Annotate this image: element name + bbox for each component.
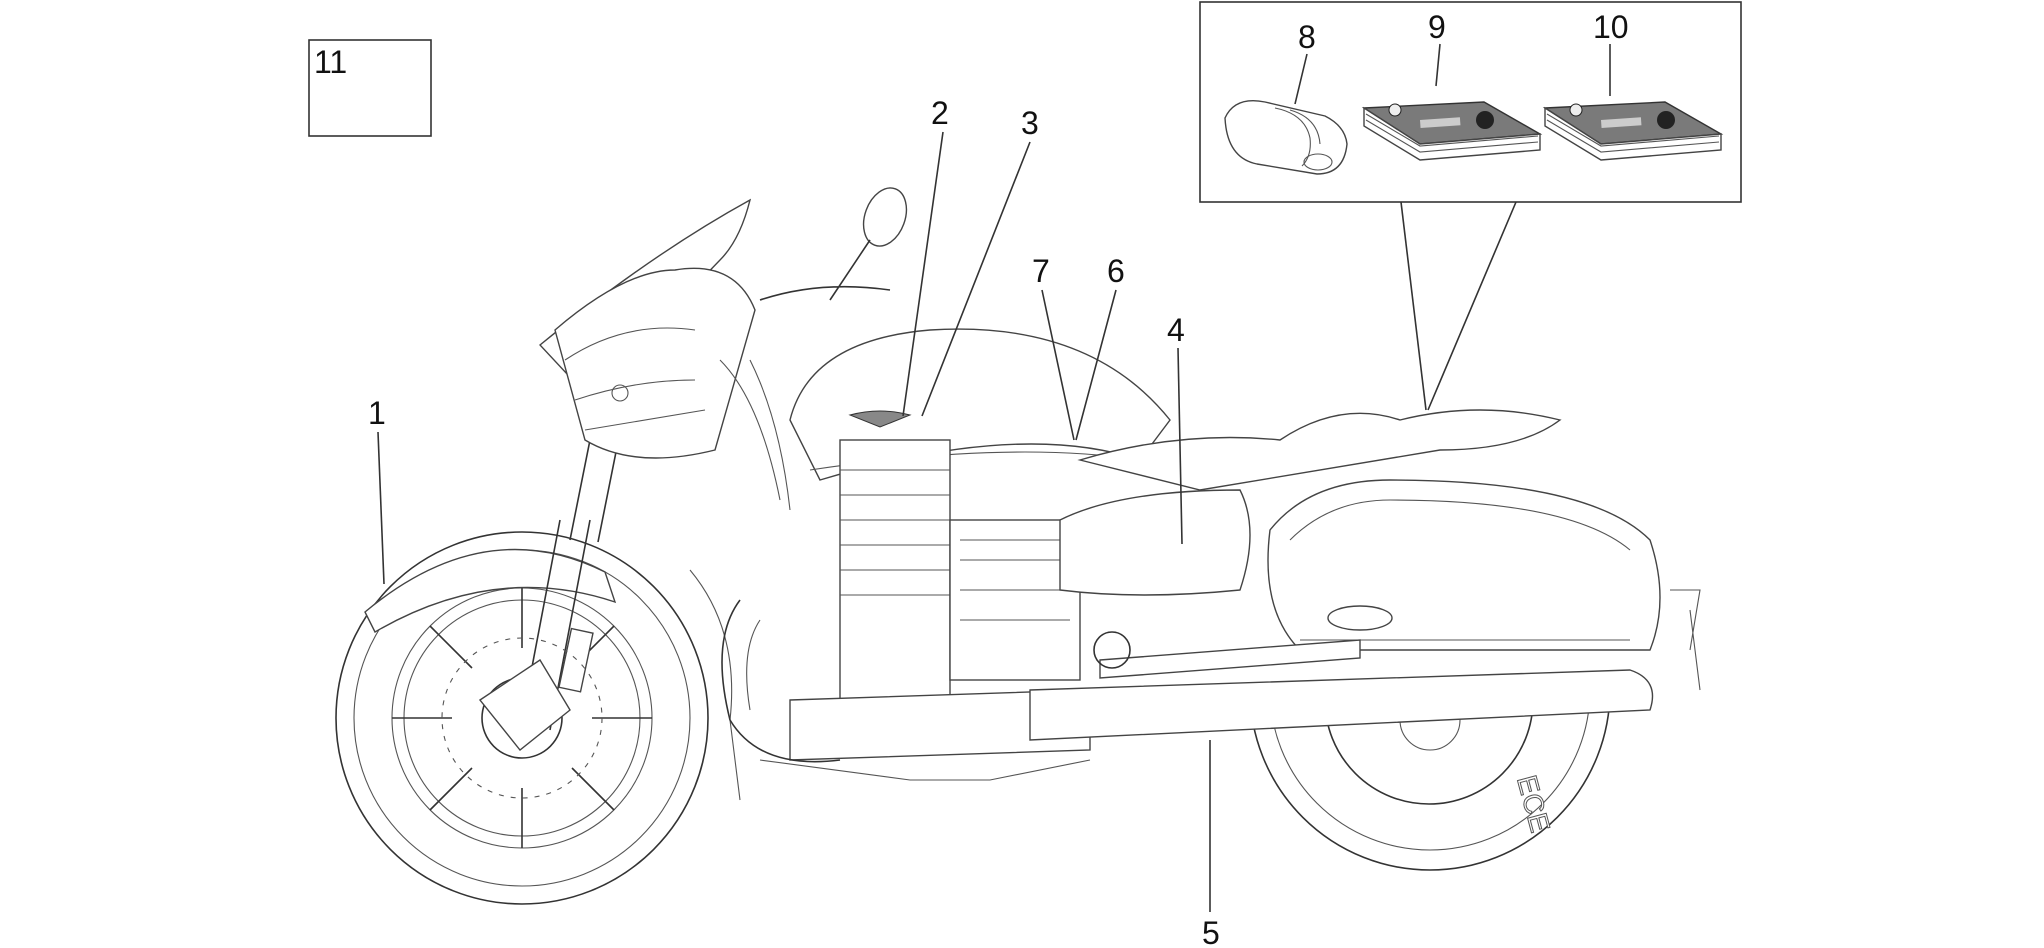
tank-badge <box>848 410 912 428</box>
callout-10: 10 <box>1593 9 1629 45</box>
mirror <box>862 187 908 247</box>
callout-6: 6 <box>1107 253 1125 289</box>
front-wheel <box>335 531 709 905</box>
callout-5: 5 <box>1202 915 1220 948</box>
motorcycle-illustration: ECE <box>335 187 1701 905</box>
front-caliper <box>478 659 571 751</box>
callout-2: 2 <box>931 95 949 131</box>
exhaust <box>1029 669 1654 741</box>
callout-3: 3 <box>1021 105 1039 141</box>
warranty-booklet-icon <box>1542 101 1724 161</box>
callout-7: 7 <box>1032 253 1050 289</box>
seat <box>1077 409 1562 491</box>
callout-9: 9 <box>1428 9 1446 45</box>
engine <box>789 439 1091 761</box>
callout-8: 8 <box>1298 19 1316 55</box>
callout-4: 4 <box>1167 312 1185 348</box>
callout-11: 11 <box>314 44 347 80</box>
side-cover <box>1059 489 1251 596</box>
handlebar <box>759 239 891 301</box>
accessory-inset: 8 9 10 <box>1199 1 1742 203</box>
swingarm <box>1099 639 1361 679</box>
callout-labels: 1 2 3 4 5 6 7 <box>368 95 1517 948</box>
front-fairing <box>554 267 756 459</box>
part-11-box: 11 <box>308 39 432 137</box>
callout-1: 1 <box>368 395 386 431</box>
saddlebag <box>1267 479 1661 651</box>
owner-manual-icon <box>1361 101 1543 161</box>
tool-pouch-icon <box>1224 100 1348 175</box>
tyre-ece-mark: ECE <box>1511 772 1556 836</box>
front-fork <box>519 389 629 731</box>
front-fender <box>364 548 617 633</box>
